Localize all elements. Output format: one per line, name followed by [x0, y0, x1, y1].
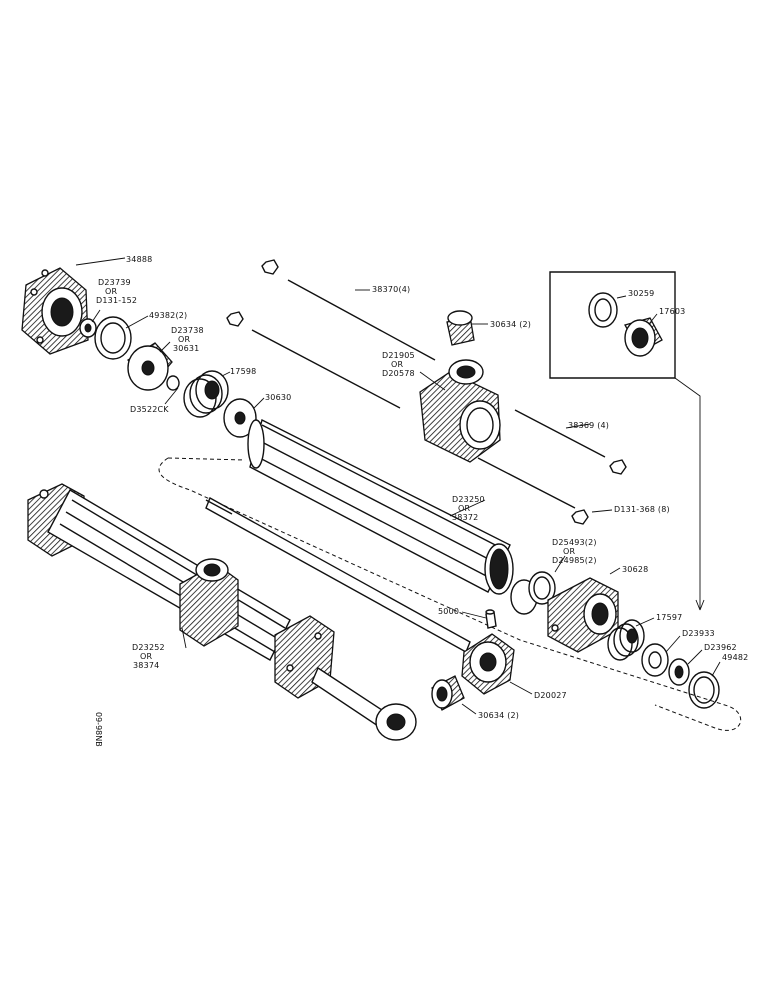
label-d20578: D20578	[382, 369, 415, 378]
body-d21905-drawing	[419, 359, 501, 463]
label-or-body: OR	[391, 360, 403, 369]
label-d23739: D23739	[98, 278, 131, 287]
label-17598: 17598	[230, 367, 256, 376]
tie-rods-38370-drawing	[226, 259, 436, 409]
ring-30259-drawing	[588, 292, 618, 328]
bushing-d23738-drawing	[127, 342, 173, 391]
label-d23252: D23252	[132, 643, 165, 652]
label-38372: 38372	[452, 513, 478, 522]
label-d21905: D21905	[382, 351, 415, 360]
ring-49482-drawing	[688, 671, 720, 709]
tie-rods-38369-drawing	[477, 409, 627, 525]
label-d24985: D24985(2)	[552, 556, 597, 565]
leader-lines	[75, 257, 721, 715]
label-or-cylinder: OR	[140, 652, 152, 661]
rings-d25493-drawing	[510, 571, 556, 615]
washer-d23962-drawing	[668, 658, 690, 686]
bushing-17603-drawing	[624, 317, 663, 357]
alignment-dashed-line	[158, 457, 742, 731]
label-38370: 38370(4)	[372, 285, 410, 294]
label-30630: 30630	[265, 393, 291, 402]
label-d131-368: D131-368 (8)	[614, 505, 670, 514]
label-38369: 38369 (4)	[568, 421, 609, 430]
label-30634-top: 30634 (2)	[490, 320, 531, 329]
label-5000: 5000	[438, 607, 459, 616]
label-d3522ck: D3522CK	[130, 405, 169, 414]
cap-30628-drawing	[547, 577, 619, 653]
label-38374: 38374	[133, 661, 159, 670]
oring-d3522ck-drawing	[166, 375, 180, 391]
packing-17597-drawing	[607, 619, 645, 661]
label-30634-bottom: 30634 (2)	[478, 711, 519, 720]
label-34888: 34888	[126, 255, 152, 264]
label-30259: 30259	[628, 289, 654, 298]
washer-d23933-drawing	[641, 643, 669, 677]
label-d25493: D25493(2)	[552, 538, 597, 547]
label-d131-152: D131-152	[96, 296, 137, 305]
nut-30634-top-drawing	[446, 310, 475, 346]
label-or-ring: OR	[563, 547, 575, 556]
label-or-bushing: OR	[178, 335, 190, 344]
inset-box	[549, 271, 705, 611]
bushing-30634-bottom-drawing	[431, 675, 465, 711]
label-30631: 30631	[173, 344, 199, 353]
label-17603: 17603	[659, 307, 685, 316]
label-or-tube: OR	[458, 504, 470, 513]
label-d23250: D23250	[452, 495, 485, 504]
label-49382: 49382(2)	[149, 311, 187, 320]
fitting-d23739-drawing	[79, 318, 97, 338]
label-d23933: D23933	[682, 629, 715, 638]
label-d23962: D23962	[704, 643, 737, 652]
cylinder-d23252-drawing	[27, 483, 417, 741]
end-cap-34888-drawing	[21, 267, 89, 355]
label-49482: 49482	[722, 653, 748, 662]
packing-17598-drawing	[183, 370, 229, 418]
figure-id: 09-98NB	[94, 712, 103, 747]
label-d20027: D20027	[534, 691, 567, 700]
label-17597: 17597	[656, 613, 682, 622]
piston-rod-d20027-drawing	[205, 497, 515, 695]
label-30628: 30628	[622, 565, 648, 574]
wiper-49382-drawing	[94, 316, 132, 360]
washer-30630-drawing	[223, 398, 257, 438]
label-or-fitting: OR	[105, 287, 117, 296]
label-d23738: D23738	[171, 326, 204, 335]
part-labels: 34888 D23739 OR D131-152 49382(2) D23738…	[96, 255, 748, 720]
fitting-5000-drawing	[485, 609, 497, 629]
tube-d23250-drawing	[247, 418, 514, 595]
